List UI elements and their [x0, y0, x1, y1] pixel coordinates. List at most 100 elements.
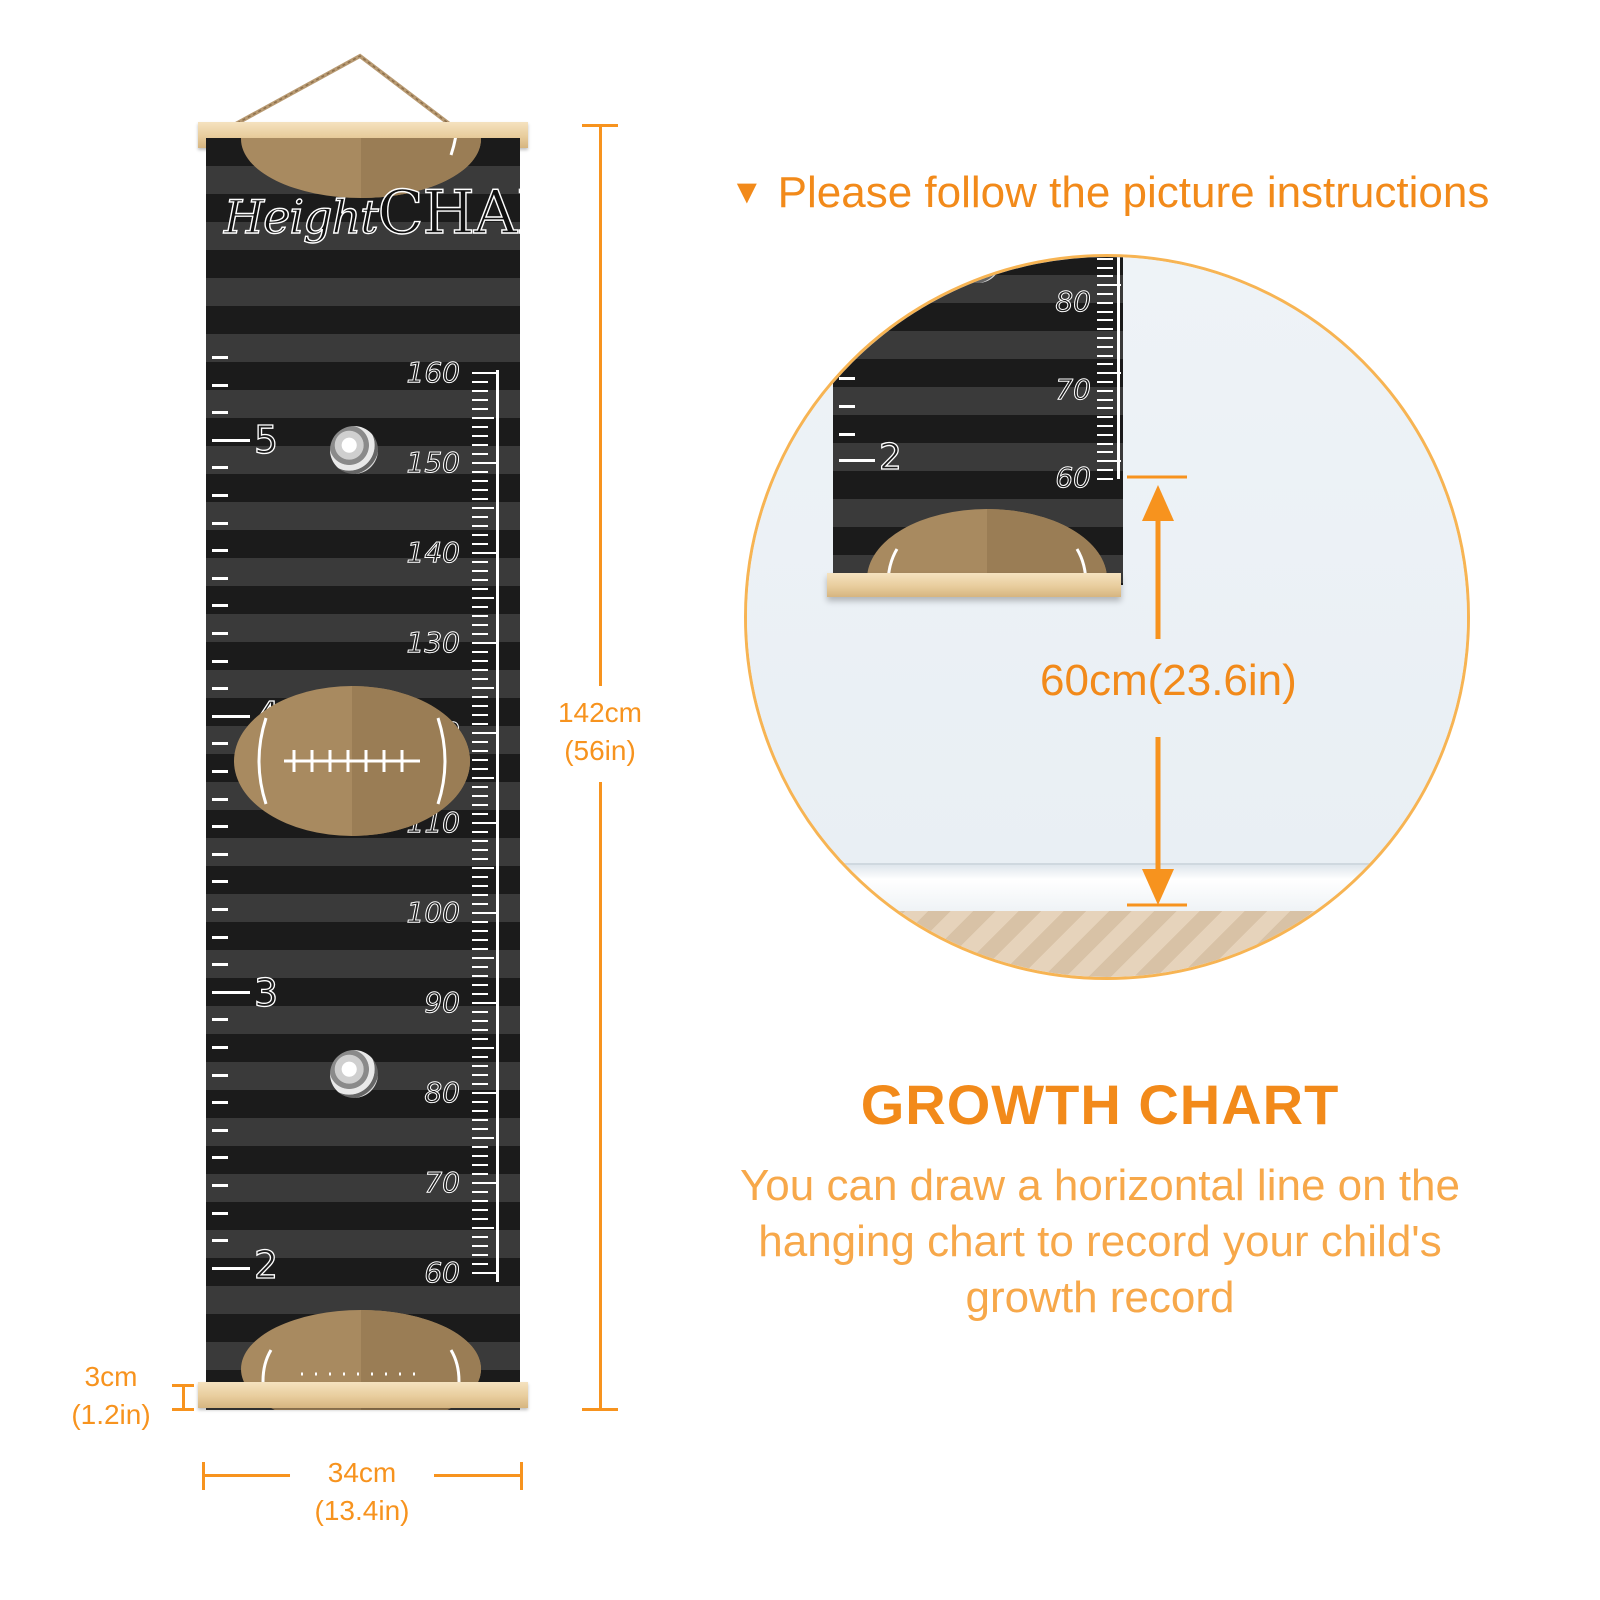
mini-cm-scale-tick — [1097, 257, 1113, 260]
foot-scale-tick — [212, 852, 228, 856]
cm-scale-tick — [472, 957, 494, 959]
cm-scale-tick — [472, 534, 488, 536]
foot-scale-tick — [212, 356, 228, 359]
cm-scale-tick — [472, 462, 498, 464]
mini-cm-scale-tick — [1097, 266, 1113, 269]
cm-scale-tick — [472, 831, 488, 833]
cm-scale-tick — [472, 660, 488, 662]
foot-scale-tick — [212, 604, 228, 608]
cm-scale-tick — [472, 516, 488, 518]
cm-scale-tick — [472, 1227, 494, 1229]
cm-scale-tick — [472, 1092, 498, 1094]
cm-scale-tick — [472, 705, 488, 707]
foot-scale-tick — [212, 576, 228, 580]
mini-cm-scale-tick — [1097, 460, 1121, 463]
cm-scale-tick — [472, 1029, 488, 1031]
cm-label-90: 90 — [424, 986, 461, 1020]
foot-scale-tick — [212, 494, 228, 497]
height-chart-banner: HeightCHART 5 4 3 2 160 150 140 130 120 … — [206, 138, 520, 1410]
foot-scale-tick — [212, 825, 228, 829]
foot-scale-tick — [212, 549, 228, 553]
dowel-cm: 3cm — [84, 1361, 138, 1392]
mini-cm-scale-tick — [1097, 442, 1113, 445]
cm-scale-tick — [472, 903, 488, 905]
height-dimension-bottom-cap — [582, 1408, 618, 1411]
cm-scale-tick — [472, 570, 488, 572]
cm-scale-tick — [472, 786, 488, 788]
mini-cm-scale-tick — [1097, 354, 1113, 357]
foot-scale-tick — [212, 466, 228, 470]
mini-bottom-hanger — [827, 573, 1121, 597]
cm-scale-tick — [472, 651, 488, 653]
cm-scale-tick — [472, 1119, 488, 1121]
cm-scale-tick — [472, 1182, 498, 1184]
cm-scale-tick — [472, 1191, 488, 1193]
cm-scale-tick — [472, 426, 488, 428]
cm-scale-tick — [472, 1128, 488, 1130]
foot-scale-tick — [212, 632, 228, 635]
cm-scale-tick — [472, 435, 488, 437]
cm-scale-tick — [472, 714, 488, 716]
foot-scale-tick — [212, 714, 250, 718]
cm-scale-tick — [472, 417, 494, 419]
cm-scale-tick — [472, 1056, 488, 1058]
mini-cm-scale-tick — [1097, 301, 1113, 304]
triangle-down-icon: ▼ — [730, 173, 764, 211]
cm-scale-tick — [472, 1146, 488, 1148]
foot-scale-tick — [212, 1018, 228, 1022]
cm-scale-tick — [472, 759, 488, 761]
cm-scale-tick — [472, 1245, 488, 1247]
cm-label-100: 100 — [406, 896, 460, 930]
instructions-headline: ▼ Please follow the picture instructions — [730, 168, 1489, 218]
mini-foot-tick — [839, 433, 855, 436]
cm-scale-tick — [472, 669, 488, 671]
mini-ruler-spine — [1117, 257, 1120, 479]
growth-chart-title: GROWTH CHART — [860, 1073, 1340, 1136]
mini-cm-label-70: 70 — [1055, 373, 1092, 407]
cm-scale-tick — [472, 732, 498, 734]
mini-cm-scale-tick — [1097, 381, 1113, 383]
cm-scale-tick — [472, 813, 488, 815]
cm-scale-tick — [472, 1101, 488, 1103]
glitter-dot-lower — [330, 1050, 378, 1098]
cm-scale-tick — [472, 1218, 488, 1220]
cm-scale-tick — [472, 1236, 488, 1238]
cm-scale-tick — [472, 975, 488, 977]
mini-cm-scale-tick — [1097, 310, 1113, 313]
cm-scale-tick — [472, 876, 488, 878]
mini-cm-scale-tick — [1097, 345, 1113, 348]
height-cm: 142cm — [557, 697, 643, 728]
cm-scale-tick — [472, 678, 488, 680]
cm-scale-tick — [472, 921, 488, 923]
cm-scale-tick — [472, 750, 488, 752]
instructions-headline-text: Please follow the picture instructions — [777, 168, 1490, 217]
mini-cm-scale-tick — [1097, 469, 1113, 471]
cm-scale-tick — [472, 552, 498, 554]
height-in: (56in) — [564, 735, 636, 766]
foot-scale-tick — [212, 383, 228, 387]
cm-scale-tick — [472, 615, 488, 617]
dowel-dimension-bottom-cap — [172, 1408, 194, 1411]
foot-label-2: 2 — [253, 1242, 279, 1287]
cm-scale-tick — [472, 867, 494, 869]
mini-cm-scale-tick — [1097, 416, 1113, 419]
cm-label-160: 160 — [406, 356, 460, 390]
cm-scale-tick — [472, 444, 488, 446]
cm-label-140: 140 — [406, 536, 460, 570]
width-cm: 34cm — [327, 1457, 397, 1488]
cm-scale-tick — [472, 1263, 488, 1265]
width-dimension-label: 34cm (13.4in) — [296, 1454, 428, 1530]
cm-scale-tick — [472, 849, 488, 851]
cm-scale-tick — [472, 687, 494, 689]
glitter-dot-upper — [330, 426, 378, 474]
cm-scale-tick — [472, 1110, 488, 1112]
floor — [747, 911, 1467, 977]
cm-scale-tick — [472, 1083, 488, 1085]
mini-foot-tick-major — [839, 459, 875, 462]
foot-scale-tick — [212, 1073, 228, 1077]
foot-scale-tick — [212, 1239, 228, 1243]
cm-label-130: 130 — [406, 626, 460, 660]
foot-scale-tick — [212, 1211, 228, 1215]
cm-label-150: 150 — [406, 446, 460, 480]
cm-scale-tick — [472, 777, 494, 779]
